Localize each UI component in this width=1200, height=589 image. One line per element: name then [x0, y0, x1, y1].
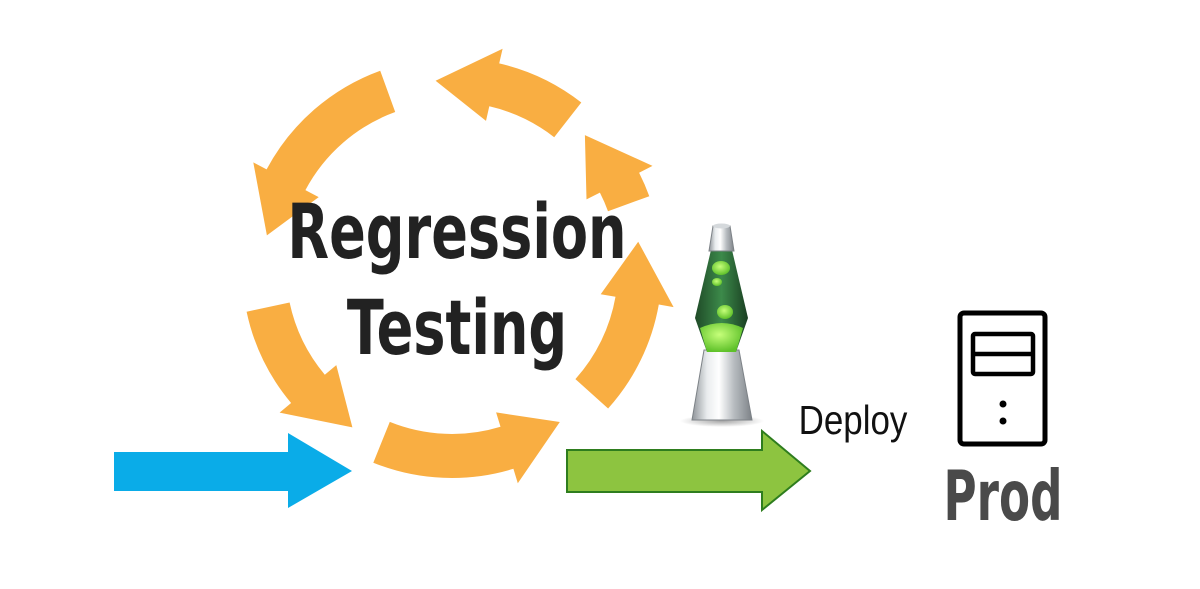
deploy-arrow [566, 428, 812, 513]
input-arrow [114, 433, 352, 508]
cycle-arrow-left-lower [246, 302, 353, 428]
server-icon [957, 310, 1048, 447]
cycle-arrow-top [435, 48, 582, 138]
cycle-arrows [246, 48, 674, 484]
cycle-arrow-left-upper [253, 70, 396, 236]
lava-lamp-icon [680, 223, 764, 427]
cycle-arrow-bottom [373, 412, 560, 484]
deploy-label: Deploy [799, 397, 908, 443]
cycle-title-line1: Regression [287, 188, 626, 277]
cycle-arrow-right-upper [584, 135, 653, 212]
cycle-arrow-right-lower [575, 241, 674, 409]
prod-label: Prod [944, 456, 1063, 537]
cycle-title-line2: Testing [347, 284, 567, 373]
